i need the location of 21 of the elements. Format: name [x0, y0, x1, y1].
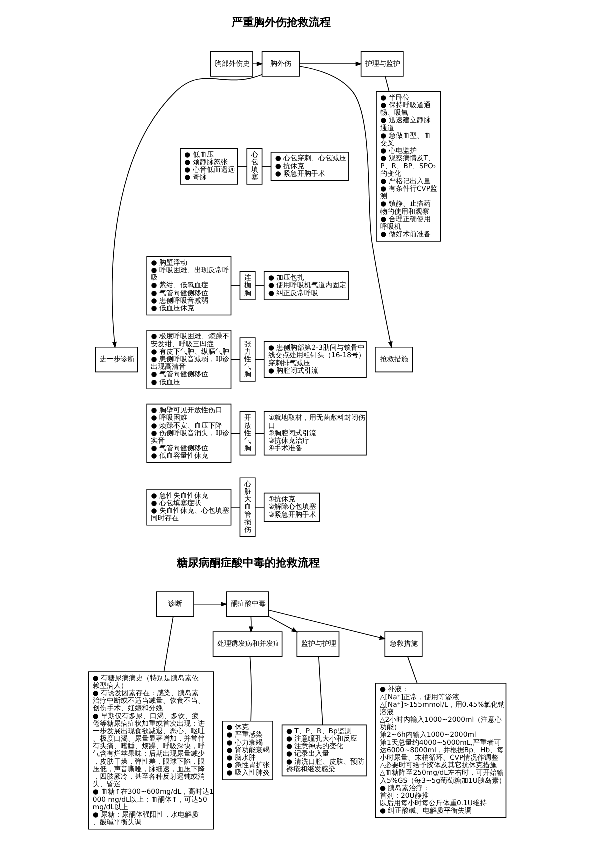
- arrow: [194, 602, 228, 607]
- connector: [255, 507, 265, 508]
- connector: [385, 76, 390, 92]
- arrow: [268, 616, 298, 633]
- arrow: [252, 62, 264, 66]
- label: 糖尿病酮症酸中毒的抢救流程: [177, 556, 320, 570]
- arrow: [299, 62, 362, 66]
- connector: [408, 656, 418, 684]
- arrow: [112, 74, 263, 349]
- connector: [250, 656, 252, 722]
- connector: [230, 433, 240, 434]
- label: 严重胸外伤抢救流程: [232, 16, 331, 29]
- connector: [255, 433, 265, 434]
- connector: [262, 166, 272, 167]
- connector: [237, 166, 248, 167]
- arrow: [299, 66, 393, 348]
- connector: [164, 616, 174, 672]
- connector: [318, 656, 324, 726]
- arrow: [268, 610, 386, 640]
- connector: [230, 507, 240, 508]
- arrow: [249, 616, 254, 634]
